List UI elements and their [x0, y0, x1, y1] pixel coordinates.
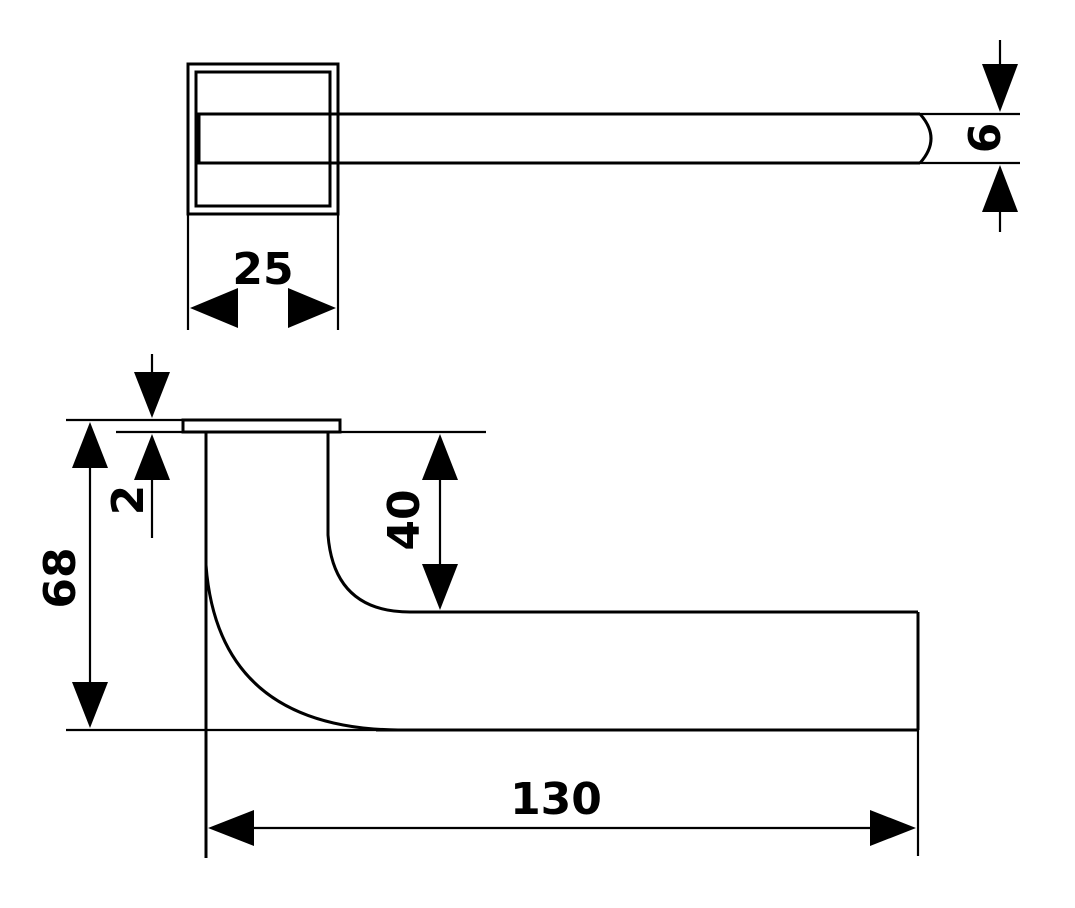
dim-25-arrow-right: [288, 288, 336, 328]
side-view: 68 2 40 130: [35, 354, 920, 858]
dim-2-label: 2: [103, 485, 154, 516]
lever-rounded-end: [918, 112, 933, 165]
dim-9-arrow-top: [982, 64, 1018, 112]
dim-130-label: 130: [510, 774, 602, 825]
rose-inner-outline: [194, 70, 332, 208]
dim-130-arrow-left: [208, 810, 254, 846]
dim-130-arrow-right: [870, 810, 916, 846]
dim-25-arrow-left: [190, 288, 238, 328]
lever-inner-contour: [326, 432, 918, 614]
lever-outer-curve: [204, 564, 399, 732]
rose-outer-outline: [186, 62, 340, 216]
dim-40-arrow-top: [422, 434, 458, 480]
dim-68-arrow-top: [72, 422, 108, 468]
dim-2-arrow-top: [134, 372, 170, 418]
dim-40-label: 40: [379, 489, 430, 550]
dim-68-arrow-bottom: [72, 682, 108, 728]
rose-plate: [181, 418, 342, 434]
dim-25-label: 25: [232, 244, 293, 295]
top-view: 9 25: [186, 40, 1020, 330]
dim-2-arrow-bottom: [134, 434, 170, 480]
dim-9-arrow-bottom: [982, 165, 1018, 212]
dim-40-arrow-bottom: [422, 564, 458, 610]
dim-68-label: 68: [35, 547, 86, 608]
dim-9-label: 9: [957, 123, 1008, 154]
